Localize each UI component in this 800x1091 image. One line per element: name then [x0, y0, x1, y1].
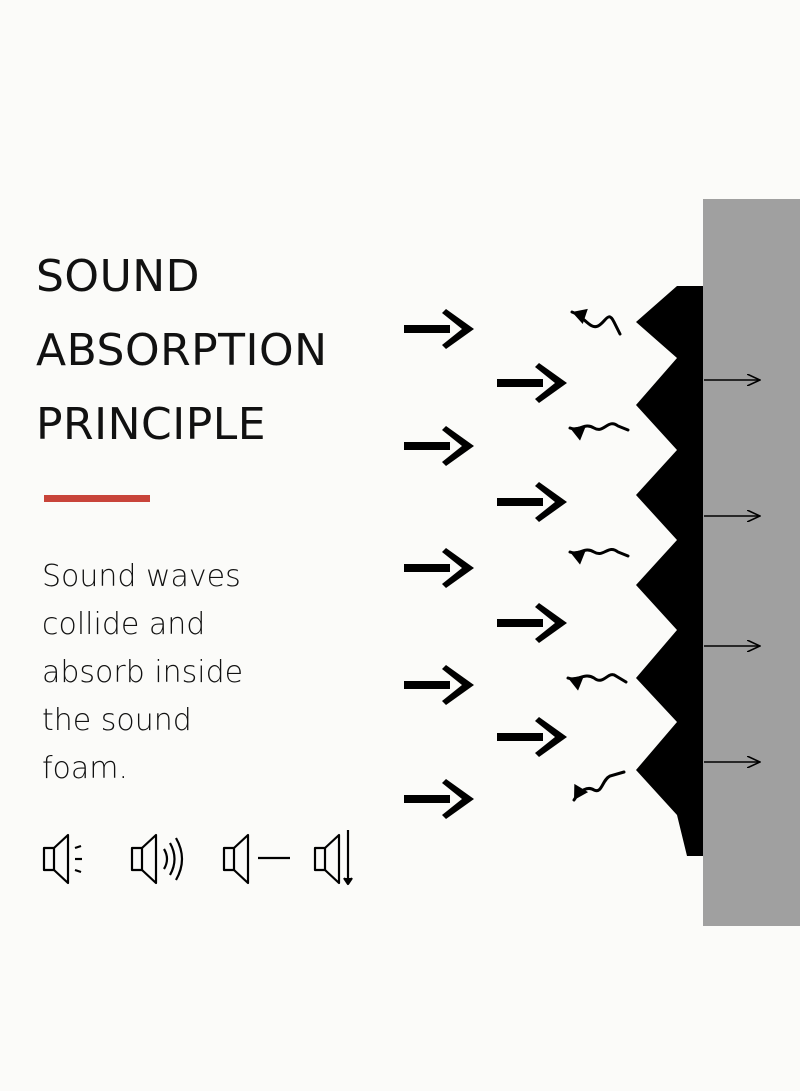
reflected-wave-arrows	[566, 308, 630, 802]
reflected-arrow	[568, 422, 630, 441]
incoming-arrow	[497, 717, 567, 757]
incoming-wave-arrows	[404, 309, 567, 819]
reflected-arrow	[566, 673, 628, 691]
incoming-arrow	[497, 363, 567, 403]
incoming-arrow	[497, 482, 567, 522]
title-line: SOUND	[36, 251, 201, 302]
description-line: the sound	[42, 703, 192, 738]
incoming-arrow	[404, 665, 474, 705]
speaker-waves-icon	[130, 833, 184, 885]
wall	[703, 199, 800, 926]
incoming-arrow	[404, 779, 474, 819]
speaker-emitting-icon	[42, 833, 82, 885]
incoming-arrow	[497, 603, 567, 643]
transmitted-wave-arrows	[704, 380, 760, 762]
reflected-arrow	[570, 308, 622, 336]
description-line: collide and	[42, 607, 206, 642]
description-line: foam.	[42, 751, 129, 786]
title-line: ABSORPTION	[36, 325, 328, 376]
description: Sound waves collide and absorb inside th…	[42, 553, 243, 793]
speaker-line-icon	[222, 833, 290, 885]
title: SOUND ABSORPTION PRINCIPLE	[36, 240, 328, 462]
incoming-arrow	[404, 548, 474, 588]
accent-divider	[44, 495, 150, 502]
reflected-arrow	[572, 770, 626, 802]
reflected-arrow	[568, 547, 630, 565]
description-line: absorb inside	[42, 655, 244, 690]
speaker-wall-icon	[313, 830, 353, 886]
incoming-arrow	[404, 309, 474, 349]
sound-foam-panel	[636, 286, 703, 856]
title-line: PRINCIPLE	[36, 399, 267, 450]
description-line: Sound waves	[42, 559, 241, 594]
incoming-arrow	[404, 426, 474, 466]
